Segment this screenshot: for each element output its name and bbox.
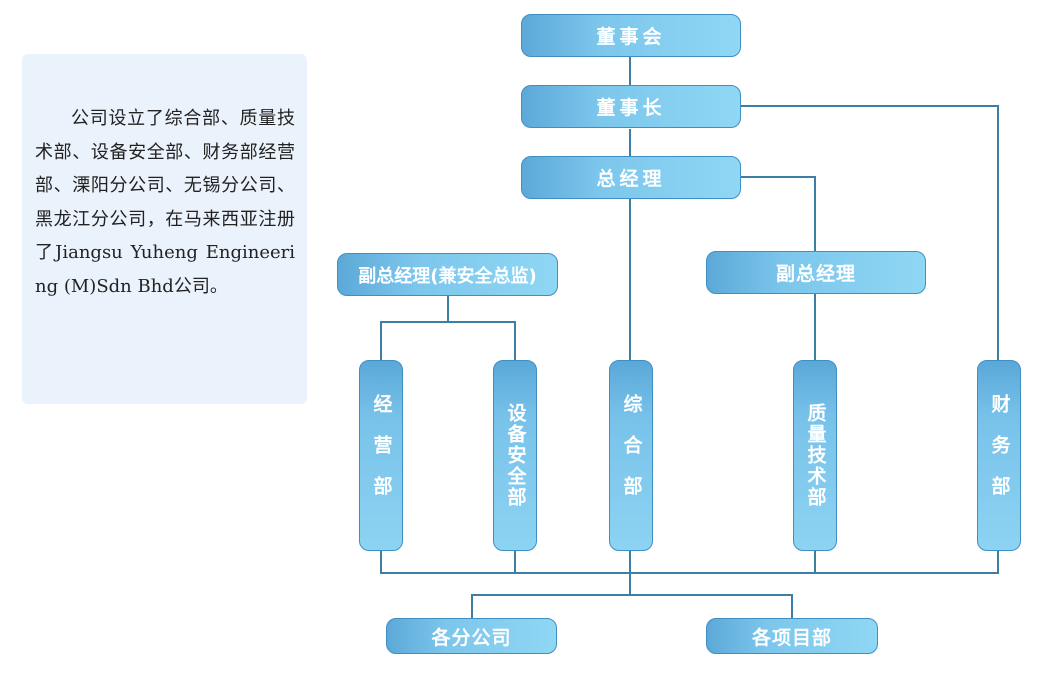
intro-text: 公司设立了综合部、质量技术部、设备安全部、财务部经营部、溧阳分公司、无锡分公司、… (35, 108, 295, 297)
chairman-label: 董事长 (596, 97, 666, 119)
intro-panel: 公司设立了综合部、质量技术部、设备安全部、财务部经营部、溧阳分公司、无锡分公司、… (22, 54, 307, 404)
dept-equipment-safety-label: 设备安全部 (504, 403, 527, 508)
deputy-gm-safety-label: 副总经理(兼安全总监) (358, 265, 537, 287)
projects-label: 各项目部 (751, 626, 832, 649)
board-label: 董事会 (596, 26, 666, 48)
general-manager-box: 总经理 (521, 156, 741, 199)
branches-box: 各分公司 (386, 618, 557, 654)
deputy-gm-safety-box: 副总经理(兼安全总监) (337, 253, 558, 296)
deputy-gm-label: 副总经理 (775, 263, 856, 285)
dept-finance-box: 财务部 (977, 360, 1021, 551)
projects-box: 各项目部 (706, 618, 878, 654)
dept-quality-tech-label: 质量技术部 (804, 403, 827, 508)
dept-quality-tech-box: 质量技术部 (793, 360, 837, 551)
deputy-gm-box: 副总经理 (706, 251, 926, 294)
chairman-box: 董事长 (521, 85, 741, 128)
dept-general-affairs-label: 综合部 (620, 394, 643, 517)
dept-equipment-safety-box: 设备安全部 (493, 360, 537, 551)
branches-label: 各分公司 (431, 626, 512, 649)
board-box: 董事会 (521, 14, 741, 57)
dept-operations-box: 经营部 (359, 360, 403, 551)
general-manager-label: 总经理 (596, 168, 666, 190)
dept-general-affairs-box: 综合部 (609, 360, 653, 551)
dept-finance-label: 财务部 (988, 394, 1011, 517)
dept-operations-label: 经营部 (370, 394, 393, 517)
